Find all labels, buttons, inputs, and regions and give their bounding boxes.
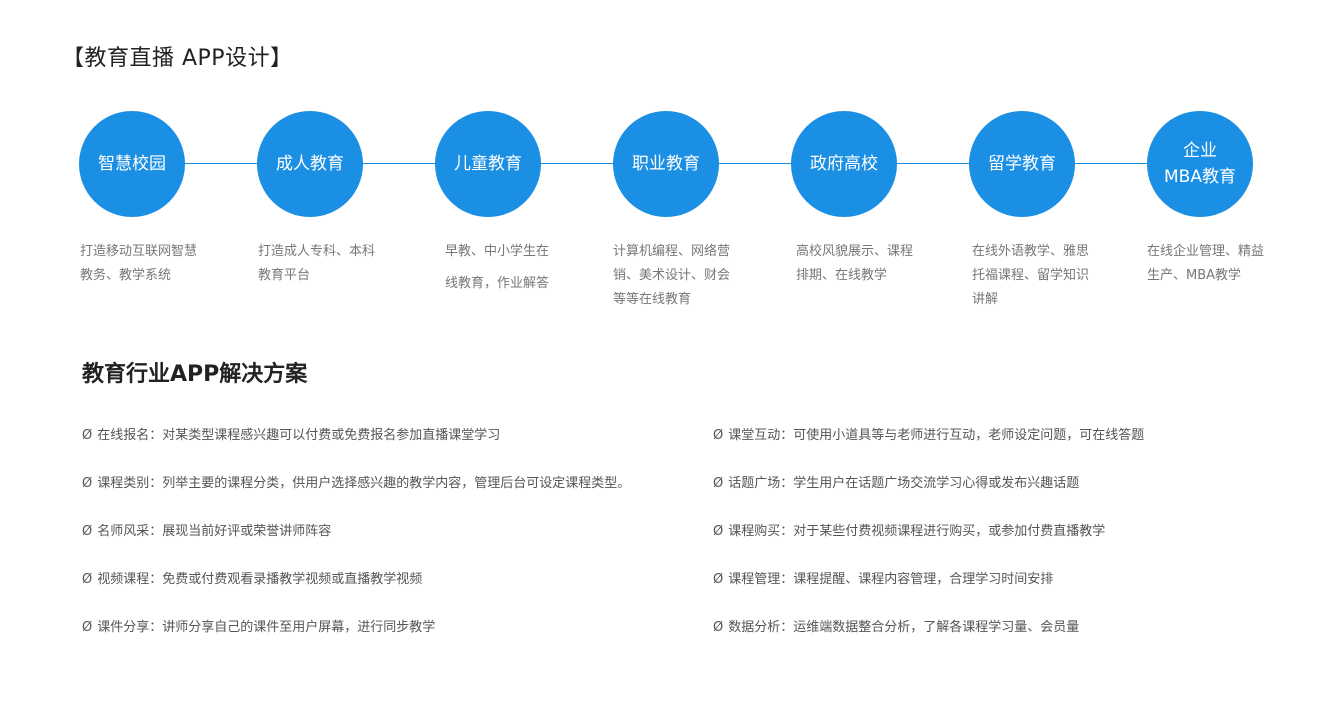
node-smart-campus[interactable]: 智慧校园: [79, 111, 185, 217]
node-enterprise-mba[interactable]: 企业 MBA教育: [1147, 111, 1253, 217]
bullet-icon: Ø: [713, 476, 724, 491]
feature-text: 课件分享：讲师分享自己的课件至用户屏幕，进行同步教学: [97, 620, 436, 635]
feature-text: 视频课程：免费或付费观看录播教学视频或直播教学视频: [97, 572, 423, 587]
feature-item-data-analysis: Ø 数据分析：运维端数据整合分析，了解各课程学习量、会员量: [713, 616, 1144, 664]
node-desc-vocational-education: 计算机编程、网络营销、美术设计、财会等等在线教育: [613, 244, 731, 307]
node-children-education[interactable]: 儿童教育: [435, 111, 541, 217]
bullet-icon: Ø: [713, 572, 724, 587]
feature-text: 课程购买：对于某些付费视频课程进行购买，或参加付费直播教学: [728, 524, 1106, 539]
feature-text: 话题广场：学生用户在话题广场交流学习心得或发布兴趣话题: [728, 476, 1080, 491]
feature-text: 课堂互动：可使用小道具等与老师进行互动，老师设定问题，可在线答题: [728, 428, 1145, 443]
bullet-icon: Ø: [82, 572, 93, 587]
feature-item-online-registration: Ø 在线报名：对某类型课程感兴趣可以付费或免费报名参加直播课堂学习: [82, 424, 630, 472]
feature-item-video-courses: Ø 视频课程：免费或付费观看录播教学视频或直播教学视频: [82, 568, 630, 616]
category-timeline: 智慧校园 成人教育 儿童教育 职业教育 政府高校 留学教育 企业 MBA教育 打…: [0, 0, 1344, 340]
bullet-icon: Ø: [713, 524, 724, 539]
solutions-title: 教育行业APP解决方案: [82, 362, 308, 387]
feature-item-course-purchase: Ø 课程购买：对于某些付费视频课程进行购买，或参加付费直播教学: [713, 520, 1144, 568]
bullet-icon: Ø: [82, 476, 93, 491]
node-government-university[interactable]: 政府高校: [791, 111, 897, 217]
feature-text: 课程类别：列举主要的课程分类，供用户选择感兴趣的教学内容，管理后台可设定课程类型…: [97, 476, 631, 491]
feature-text: 名师风采：展现当前好评或荣誉讲师阵容: [97, 524, 332, 539]
feature-item-topic-square: Ø 话题广场：学生用户在话题广场交流学习心得或发布兴趣话题: [713, 472, 1144, 520]
feature-list-right: Ø 课堂互动：可使用小道具等与老师进行互动，老师设定问题，可在线答题 Ø 话题广场：…: [713, 424, 1144, 664]
node-desc-enterprise-mba: 在线企业管理、精益生产、MBA教学: [1147, 244, 1265, 283]
feature-item-classroom-interaction: Ø 课堂互动：可使用小道具等与老师进行互动，老师设定问题，可在线答题: [713, 424, 1144, 472]
node-study-abroad[interactable]: 留学教育: [969, 111, 1075, 217]
page-title: 【教育直播 APP设计】: [62, 46, 293, 71]
feature-text: 在线报名：对某类型课程感兴趣可以付费或免费报名参加直播课堂学习: [97, 428, 501, 443]
feature-item-course-management: Ø 课程管理：课程提醒、课程内容管理，合理学习时间安排: [713, 568, 1144, 616]
feature-text: 课程管理：课程提醒、课程内容管理，合理学习时间安排: [728, 572, 1054, 587]
bullet-icon: Ø: [82, 620, 93, 635]
feature-list-left: Ø 在线报名：对某类型课程感兴趣可以付费或免费报名参加直播课堂学习 Ø 课程类别：列…: [82, 424, 630, 664]
bullet-icon: Ø: [82, 428, 93, 443]
node-desc-government-university: 高校风貌展示、课程排期、在线教学: [796, 244, 914, 283]
bullet-icon: Ø: [713, 428, 724, 443]
feature-item-teacher-showcase: Ø 名师风采：展现当前好评或荣誉讲师阵容: [82, 520, 630, 568]
node-vocational-education[interactable]: 职业教育: [613, 111, 719, 217]
node-desc-children-education: 早教、中小学生在线教育，作业解答: [445, 244, 550, 291]
node-desc-adult-education: 打造成人专科、本科教育平台: [258, 244, 376, 283]
node-desc-smart-campus: 打造移动互联网智慧教务、教学系统: [80, 244, 198, 283]
bullet-icon: Ø: [713, 620, 724, 635]
feature-item-courseware-sharing: Ø 课件分享：讲师分享自己的课件至用户屏幕，进行同步教学: [82, 616, 630, 664]
node-desc-study-abroad: 在线外语教学、雅思托福课程、留学知识讲解: [972, 244, 1090, 307]
feature-text: 数据分析：运维端数据整合分析，了解各课程学习量、会员量: [728, 620, 1080, 635]
feature-item-course-category: Ø 课程类别：列举主要的课程分类，供用户选择感兴趣的教学内容，管理后台可设定课程类…: [82, 472, 630, 520]
bullet-icon: Ø: [82, 524, 93, 539]
node-adult-education[interactable]: 成人教育: [257, 111, 363, 217]
